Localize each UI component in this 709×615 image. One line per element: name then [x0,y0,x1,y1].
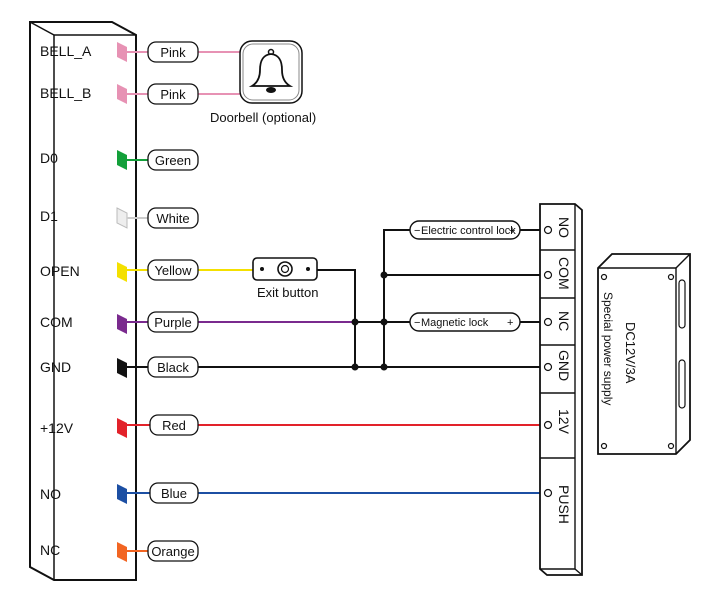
wire-label: Yellow [154,263,192,278]
terminal-label: NC [40,542,60,558]
wire-label: Black [157,360,189,375]
terminal-label: D0 [40,150,58,166]
exit-button: Exit button [252,257,318,300]
doorbell-caption: Doorbell (optional) [210,110,316,125]
power-terminal-label: NO [556,217,572,238]
wire-stub-gnd [117,358,127,378]
power-terminal-strip: NO COM NC GND 12V PUSH [539,203,583,576]
wire-stubs [116,42,128,562]
wire-label: Red [162,418,186,433]
svg-text:+: + [507,317,513,329]
electric-lock-label: Electric control lock [421,225,516,237]
svg-text:−: − [414,317,420,329]
terminal-label: OPEN [40,263,80,279]
wire-stub-open [117,262,127,282]
power-terminal-label: GND [556,350,572,381]
electric-lock: − Electric control lock + [409,220,521,240]
terminal-label: BELL_A [40,43,92,59]
terminal-label: COM [40,314,73,330]
wire-leads [127,51,150,552]
wire-stub-12v [117,418,127,438]
wire-label: Orange [151,544,194,559]
power-supply-name: Special power supply [601,292,615,405]
power-terminal-label: PUSH [556,485,572,524]
terminal-label: +12V [40,420,74,436]
magnetic-lock-label: Magnetic lock [421,317,489,329]
wire-stub-com [117,314,127,334]
terminal-label: NO [40,486,61,502]
wire-stub-bell-b [117,84,127,104]
controller-block [29,21,137,581]
wire-labels: Pink Pink Green White Yellow Purple Blac… [147,41,199,562]
svg-text:−: − [414,225,420,237]
wire-stub-nc [117,542,127,562]
black-wiring [198,229,540,368]
wire-stub-bell-a [117,42,127,62]
doorbell: Doorbell (optional) [210,40,316,125]
bell-icon [248,48,294,93]
magnetic-lock: − Magnetic lock + [409,312,521,332]
terminal-label: D1 [40,208,58,224]
power-terminal-label: 12V [556,409,572,435]
wire-label: Green [155,153,191,168]
wire-label: White [156,211,189,226]
long-wires [198,51,540,494]
wire-stub-d0 [117,150,127,170]
power-supply: DC12V/3A Special power supply [597,253,691,455]
controller-terminal-labels: BELL_A BELL_B D0 D1 OPEN COM GND +12V NO… [40,43,92,558]
power-terminal-label: COM [556,257,572,290]
terminal-label: GND [40,359,71,375]
wire-label: Purple [154,315,192,330]
terminal-label: BELL_B [40,85,91,101]
wire-label: Blue [161,486,187,501]
wire-label: Pink [160,87,186,102]
exit-button-caption: Exit button [257,285,318,300]
power-supply-rating: DC12V/3A [623,322,638,384]
junction-dots [351,271,388,371]
svg-text:+: + [509,225,515,237]
wire-stub-d1 [116,207,128,229]
wire-stub-no [117,484,127,504]
power-terminal-label: NC [556,311,572,331]
wire-label: Pink [160,45,186,60]
